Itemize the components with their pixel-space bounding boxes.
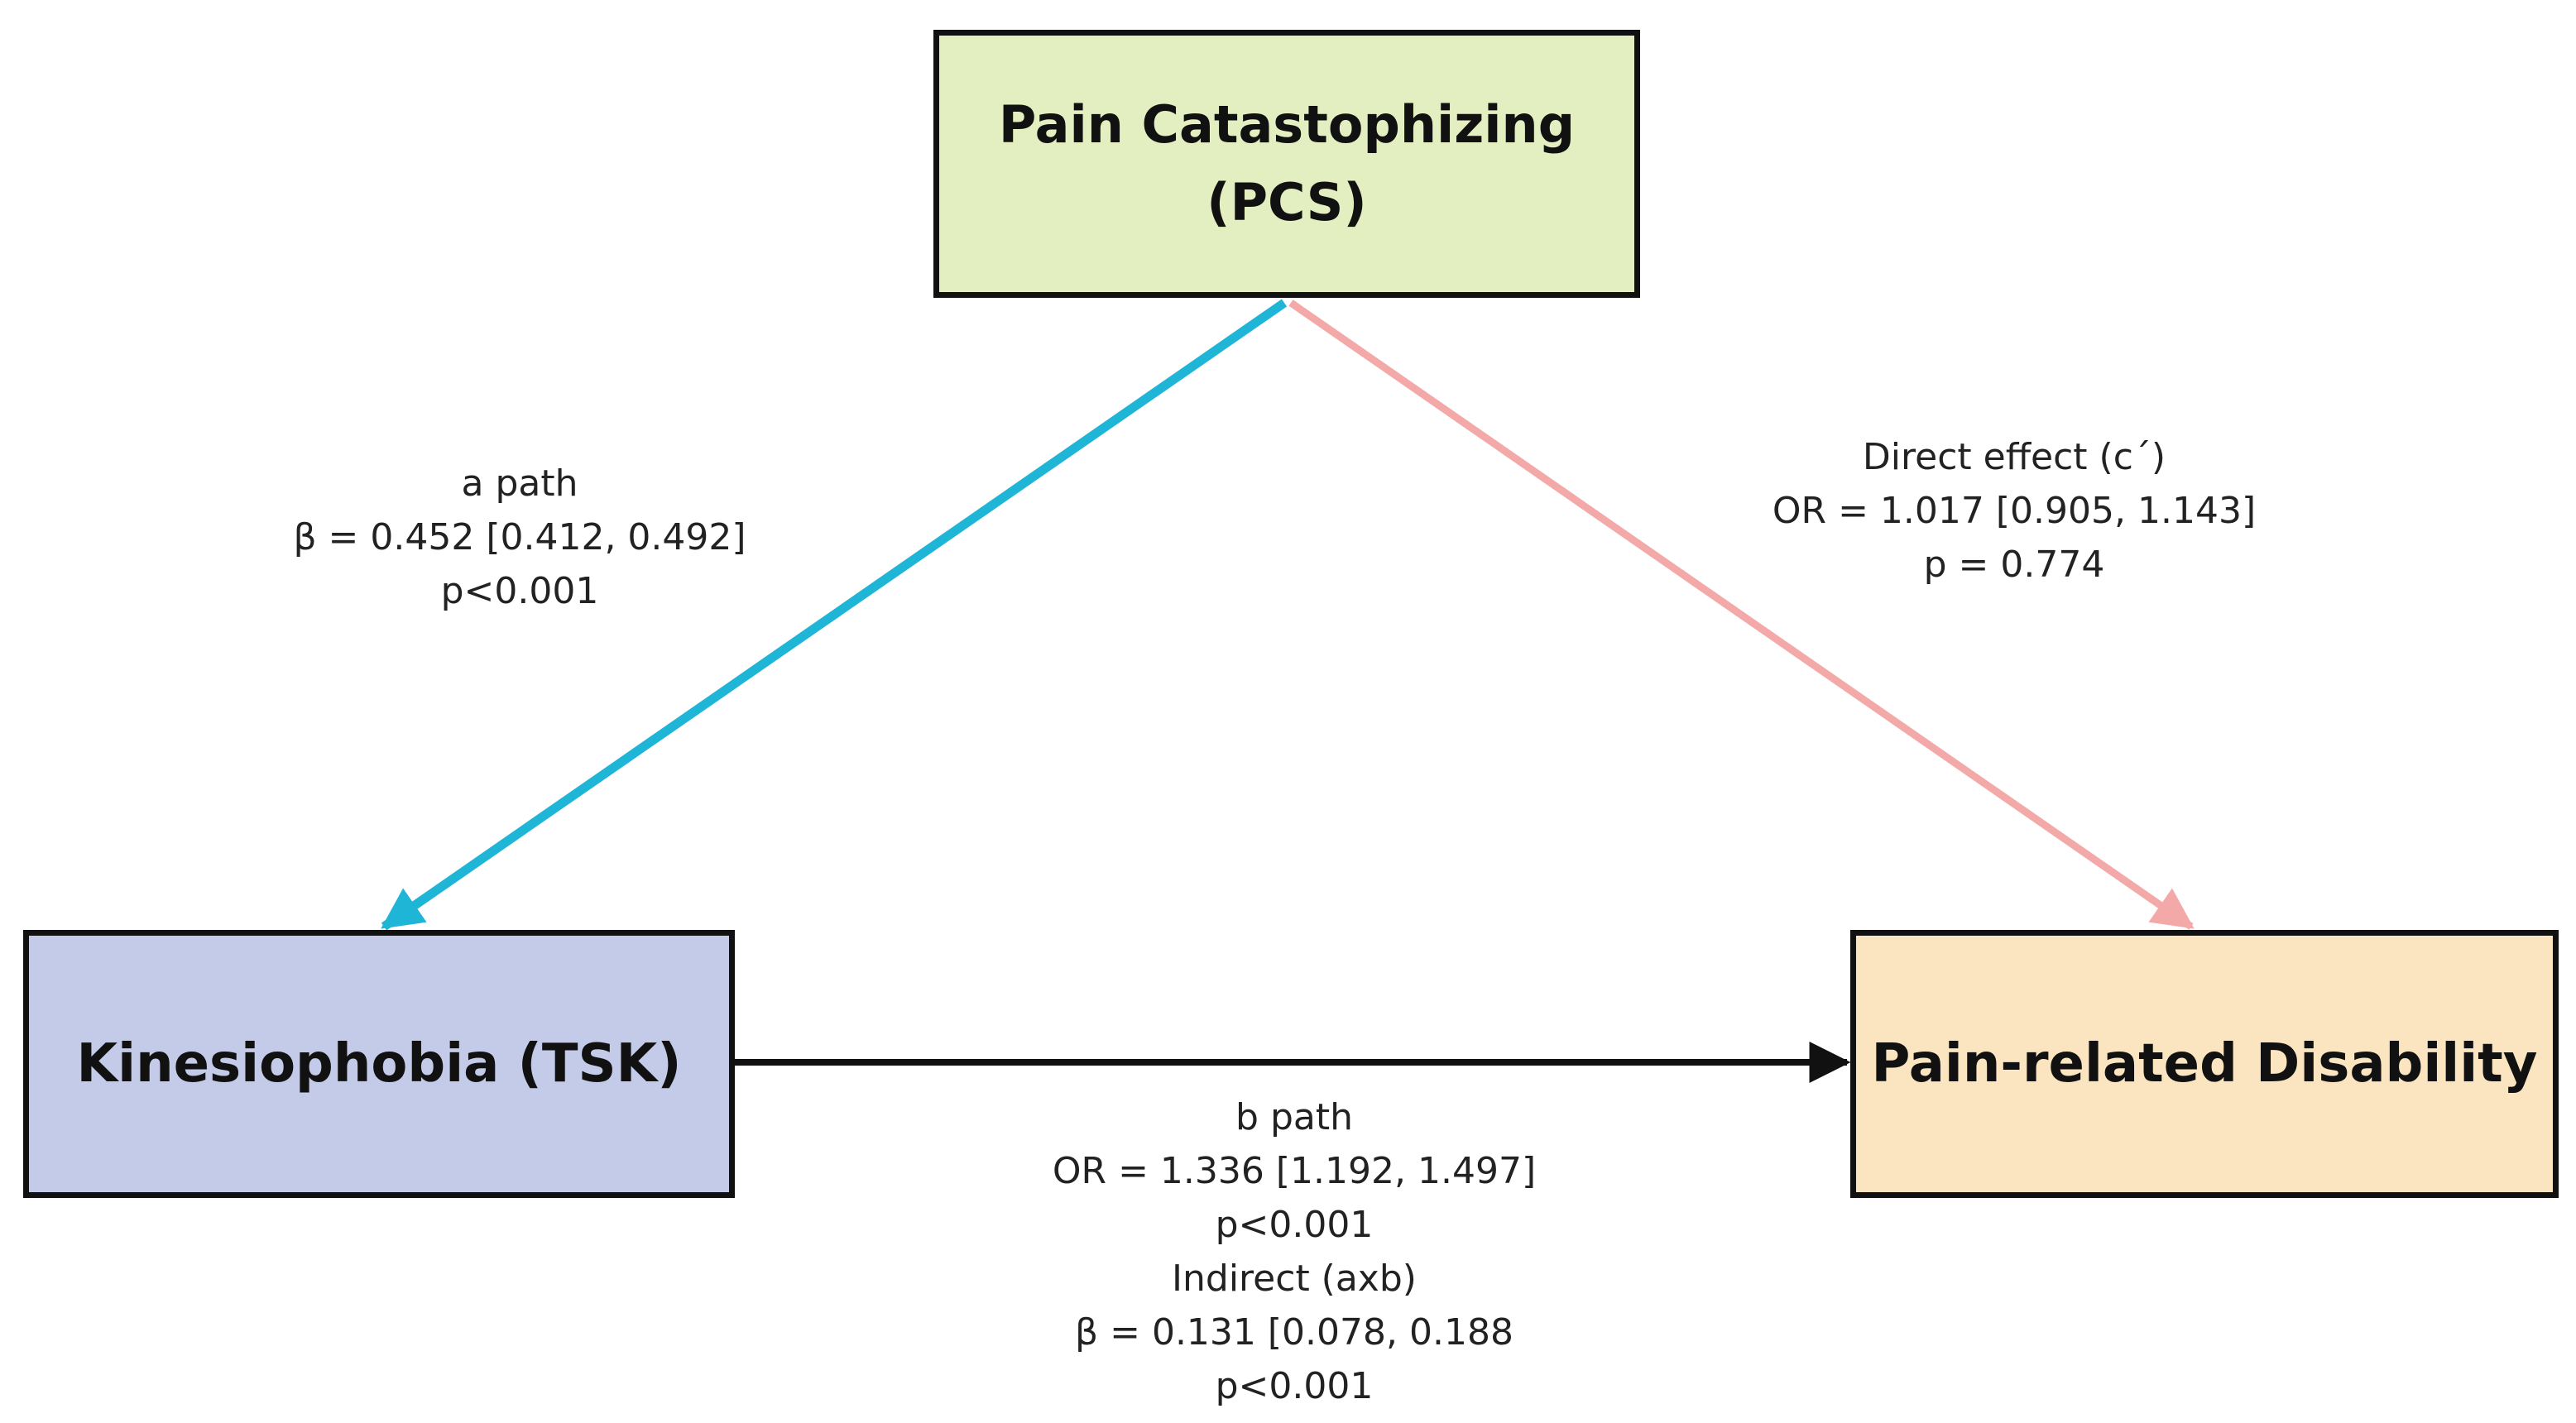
b-path-estimate: OR = 1.336 [1.192, 1.497] bbox=[1052, 1150, 1537, 1192]
edge-direct-effect-arrow bbox=[1288, 299, 2195, 930]
direct-effect-title: Direct effect (c´) bbox=[1862, 436, 2166, 478]
indirect-estimate: β = 0.131 [0.078, 0.188 bbox=[1075, 1311, 1513, 1354]
direct-effect-p-value: p = 0.774 bbox=[1923, 544, 2105, 586]
node-kinesiophobia: Kinesiophobia (TSK) bbox=[23, 930, 735, 1198]
node-disability-label: Pain-related Disability bbox=[1871, 1033, 2538, 1095]
b-path-label: b path OR = 1.336 [1.192, 1.497] p<0.001… bbox=[1053, 1090, 1536, 1413]
edge-a-path-arrow bbox=[381, 299, 1288, 931]
node-pain-related-disability: Pain-related Disability bbox=[1850, 930, 2559, 1198]
a-path-label: a path β = 0.452 [0.412, 0.492] p<0.001 bbox=[293, 457, 746, 618]
a-path-p-value: p<0.001 bbox=[440, 570, 599, 612]
direct-effect-estimate: OR = 1.017 [0.905, 1.143] bbox=[1772, 490, 2257, 532]
node-tsk-label: Kinesiophobia (TSK) bbox=[76, 1033, 682, 1095]
a-path-estimate: β = 0.452 [0.412, 0.492] bbox=[293, 516, 746, 558]
indirect-p-value: p<0.001 bbox=[1215, 1365, 1374, 1407]
b-path-p-value: p<0.001 bbox=[1215, 1204, 1374, 1246]
direct-effect-label: Direct effect (c´) OR = 1.017 [0.905, 1.… bbox=[1772, 430, 2256, 592]
indirect-title: Indirect (axb) bbox=[1172, 1258, 1417, 1300]
node-pain-catastrophizing: Pain Catastophizing (PCS) bbox=[933, 30, 1640, 298]
b-path-title: b path bbox=[1235, 1096, 1353, 1138]
node-pcs-label: Pain Catastophizing (PCS) bbox=[998, 94, 1576, 232]
a-path-title: a path bbox=[461, 462, 578, 505]
